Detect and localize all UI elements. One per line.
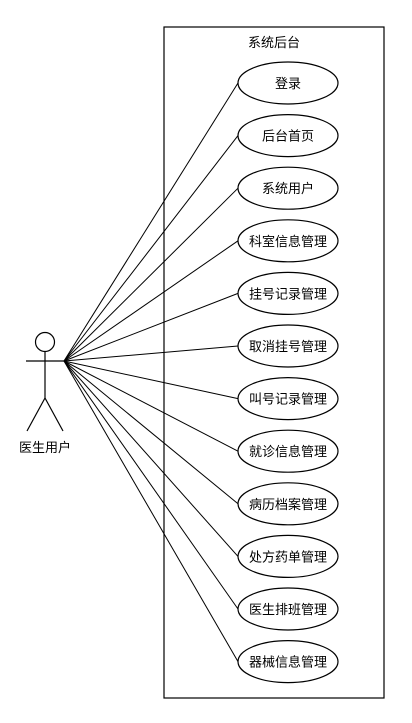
use-case-ellipse xyxy=(237,429,339,473)
use-case-ellipse xyxy=(237,219,339,263)
use-case-label: 后台首页 xyxy=(262,130,314,145)
use-case-label: 挂号记录管理 xyxy=(249,287,327,302)
use-case-label: 病历档案管理 xyxy=(249,498,327,513)
association-lines xyxy=(63,82,239,662)
use-case-label: 取消挂号管理 xyxy=(249,340,327,355)
use-case-ellipse xyxy=(237,114,339,158)
use-case: 取消挂号管理 xyxy=(237,324,339,368)
use-case-ellipse xyxy=(237,166,339,210)
use-case: 挂号记录管理 xyxy=(237,271,339,315)
use-case-ellipse xyxy=(237,482,339,526)
system-title: 系统后台 xyxy=(248,36,300,51)
actor-right-leg xyxy=(44,397,64,432)
use-case: 系统用户 xyxy=(237,166,339,210)
association-line xyxy=(63,360,239,452)
actor-figure xyxy=(26,331,64,432)
association-line xyxy=(63,360,239,610)
use-case-ellipse xyxy=(237,271,339,315)
use-case: 登录 xyxy=(237,61,339,105)
use-case: 处方药单管理 xyxy=(237,534,339,579)
association-line xyxy=(63,360,239,400)
use-case-ellipse xyxy=(237,324,339,368)
use-case-label: 就诊信息管理 xyxy=(249,444,327,460)
use-case: 器械信息管理 xyxy=(237,639,339,684)
use-case-label: 系统用户 xyxy=(262,181,314,197)
association-line xyxy=(63,360,239,662)
association-line xyxy=(63,360,239,557)
use-case: 科室信息管理 xyxy=(237,219,339,263)
use-case-ellipse xyxy=(237,639,339,684)
use-case-label: 处方药单管理 xyxy=(249,549,327,565)
association-line xyxy=(63,345,239,362)
association-line xyxy=(63,360,239,505)
use-case: 后台首页 xyxy=(237,114,339,158)
association-line xyxy=(63,240,239,362)
association-line xyxy=(63,82,239,362)
use-case: 医生排班管理 xyxy=(237,587,339,631)
use-case-ellipse xyxy=(237,61,339,105)
use-case-ellipse xyxy=(237,534,339,579)
use-case: 叫号记录管理 xyxy=(237,377,339,421)
actor-left-leg xyxy=(26,397,46,432)
use-case-label: 叫号记录管理 xyxy=(249,393,327,408)
use-case-label: 登录 xyxy=(275,77,301,92)
use-case-ellipse xyxy=(237,587,339,631)
association-line xyxy=(63,187,239,362)
use-case-ellipse xyxy=(237,377,339,421)
use-case-label: 器械信息管理 xyxy=(249,655,327,671)
use-case-label: 科室信息管理 xyxy=(249,234,327,250)
actor-label: 医生用户 xyxy=(19,440,71,456)
actor-head xyxy=(34,331,56,353)
use-case-label: 医生排班管理 xyxy=(249,603,327,618)
use-case: 病历档案管理 xyxy=(237,482,339,526)
association-line xyxy=(63,135,239,362)
use-case: 就诊信息管理 xyxy=(237,429,339,473)
use-case-list: 登录后台首页系统用户科室信息管理挂号记录管理取消挂号管理叫号记录管理就诊信息管理… xyxy=(237,61,339,684)
association-line xyxy=(63,292,239,362)
